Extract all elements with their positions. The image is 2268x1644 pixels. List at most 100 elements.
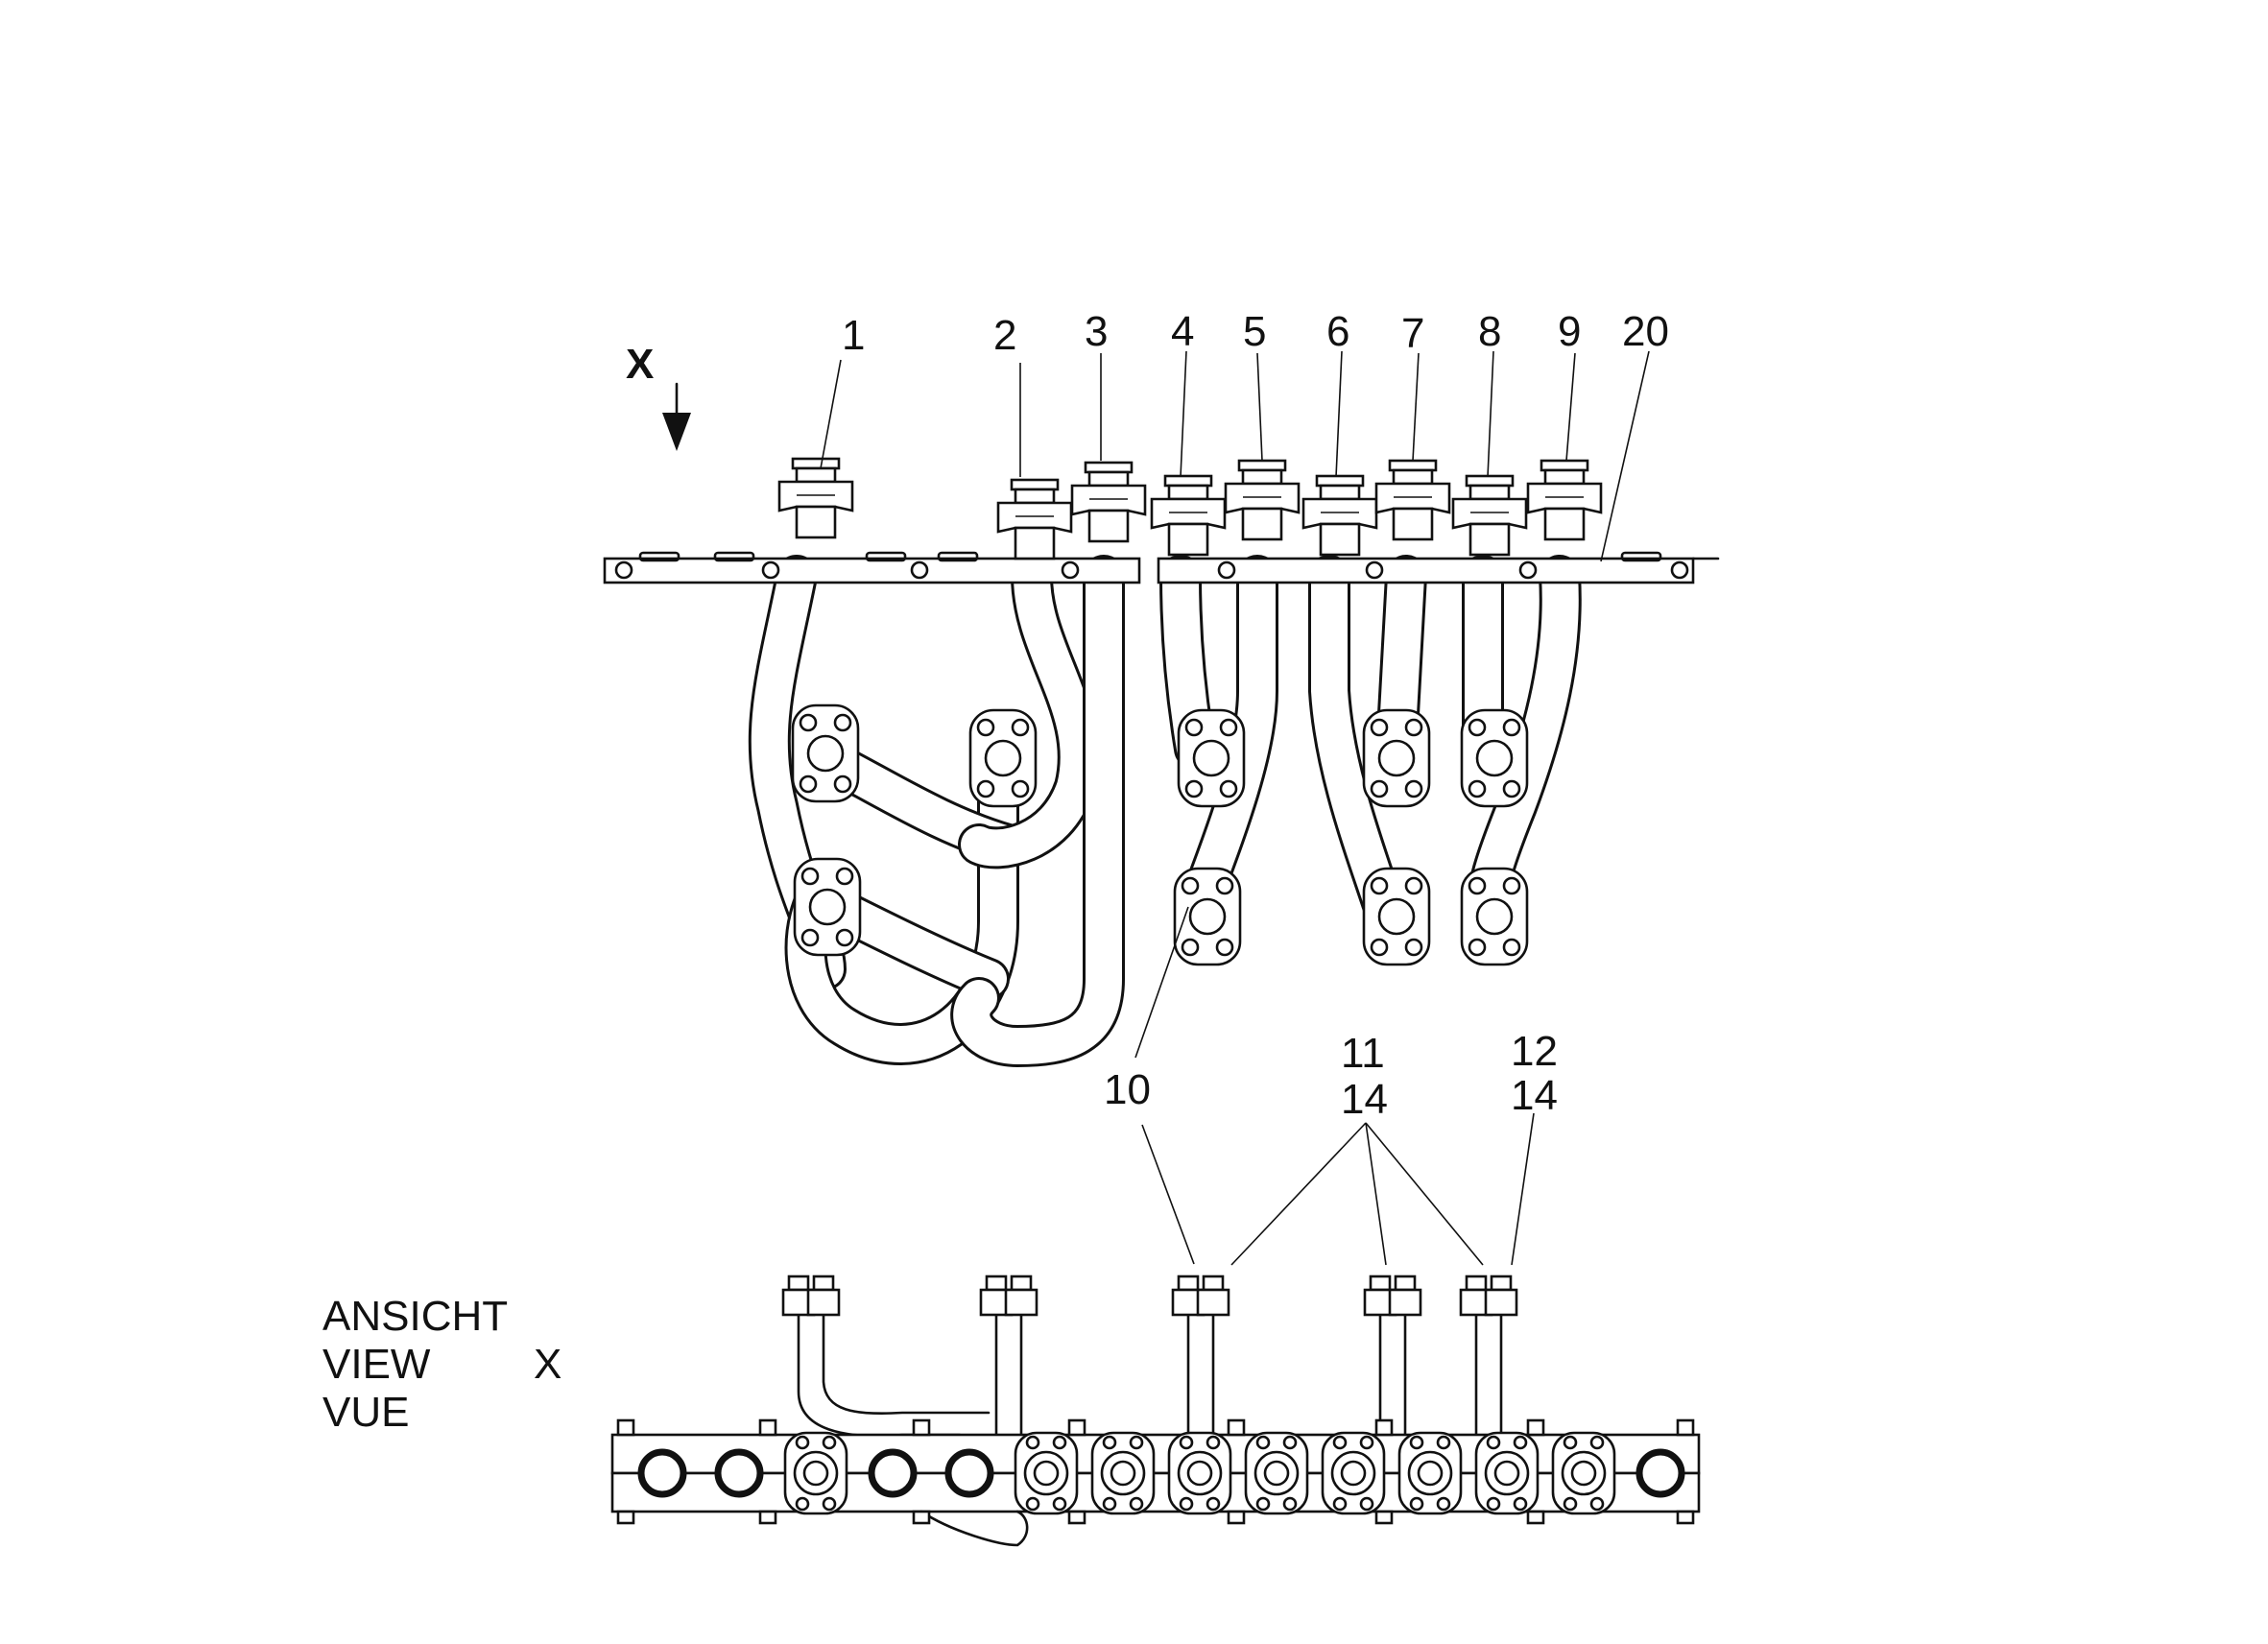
port-ring [1330, 1450, 1376, 1496]
flange-bolt [1370, 718, 1389, 737]
flange-bolt [1409, 1496, 1424, 1512]
flange-port [1192, 739, 1230, 777]
flange-bolt [1513, 1435, 1528, 1450]
flange-bolt [1129, 1496, 1144, 1512]
clamp-bolt-top [1676, 1418, 1695, 1437]
fitting-cap [1084, 461, 1134, 474]
flange-bolt [1468, 779, 1487, 798]
fitting-collar [1319, 484, 1361, 501]
flange-bolt [795, 1496, 810, 1512]
port-bore [1340, 1460, 1367, 1487]
port-bore [1186, 1460, 1213, 1487]
flange-bolt [835, 928, 854, 947]
fitting [1150, 474, 1227, 557]
port-bore [1417, 1460, 1444, 1487]
rail-slot [638, 551, 680, 562]
flange-bolt [1181, 876, 1200, 895]
pipe-section [637, 1448, 687, 1498]
clamp-bolt-top [1067, 1418, 1086, 1437]
flange-bolt [1052, 1435, 1067, 1450]
flange-bolt [1563, 1435, 1578, 1450]
flange-bolt [1370, 876, 1389, 895]
fitting-nut [1196, 1288, 1230, 1317]
view-x: 11 14 12 14 ANSICHT VIEW VUE X [322, 1028, 1701, 1547]
clamp-port [1244, 1431, 1309, 1515]
flange-bolt [1282, 1435, 1298, 1450]
view-x-leaders [1141, 1112, 1535, 1266]
port-ring [1561, 1450, 1607, 1496]
fitting-cap [1540, 459, 1589, 472]
view-x-fitting-pair [979, 1275, 1039, 1317]
clamp-port [1397, 1431, 1463, 1515]
rail-hole [614, 560, 633, 580]
flange-bolt [1025, 1496, 1040, 1512]
fitting-cap [1177, 1275, 1200, 1292]
clamp-bolt-bottom [616, 1510, 635, 1525]
flange-bolt [1502, 876, 1521, 895]
flange [1177, 708, 1246, 808]
flange-bolt [1179, 1496, 1194, 1512]
top-leaders [820, 350, 1650, 1059]
port-bore [1110, 1460, 1136, 1487]
flange-bolt [1359, 1435, 1374, 1450]
flange-port [808, 888, 847, 926]
fitting-cap [787, 1275, 810, 1292]
clamp-port [1014, 1431, 1079, 1515]
fitting-collar [1468, 484, 1511, 501]
clamp-port [637, 1448, 687, 1498]
flange-bolt [1404, 938, 1423, 957]
flange-bolt [835, 867, 854, 886]
fitting-body [1167, 522, 1209, 557]
fitting-cap [1490, 1275, 1513, 1292]
fitting-cap [1237, 459, 1287, 472]
view-x-callouts: 11 14 12 14 [1341, 1028, 1558, 1123]
flange-bolt [1219, 779, 1238, 798]
port-bore [802, 1460, 829, 1487]
fitting-nut [1388, 1288, 1422, 1317]
callout-12: 12 [1511, 1028, 1558, 1075]
flange-bolt [800, 928, 820, 947]
fitting-collar [1392, 468, 1434, 486]
clamp-bolt-top [616, 1418, 635, 1437]
legend-view: VIEW [322, 1341, 431, 1388]
clamp-bolt-top [1374, 1418, 1394, 1437]
flange [793, 857, 862, 957]
port-bore [1493, 1460, 1520, 1487]
clamp-bolt-bottom [1067, 1510, 1086, 1525]
flange-bolt [822, 1496, 837, 1512]
view-x-label: X [626, 341, 654, 388]
fitting [1070, 461, 1147, 543]
flange-port [1377, 897, 1416, 936]
flange-bolt [1102, 1435, 1117, 1450]
callout-3: 3 [1085, 308, 1108, 355]
flange-bolt [1409, 1435, 1424, 1450]
fitting-cap [1369, 1275, 1392, 1292]
callout-2: 2 [993, 312, 1016, 359]
callout-8: 8 [1478, 308, 1501, 355]
flange-port [1475, 897, 1514, 936]
view-legend: ANSICHT VIEW VUE X [322, 1293, 561, 1436]
flange [1460, 708, 1529, 808]
fitting [1224, 459, 1301, 541]
flange-bolt [1206, 1496, 1221, 1512]
flange-bolt [1513, 1496, 1528, 1512]
rail-hole [910, 560, 929, 580]
legend-ansicht: ANSICHT [322, 1293, 508, 1340]
pipe-section [868, 1448, 918, 1498]
fitting-cap [1010, 1275, 1033, 1292]
callout-9: 9 [1558, 308, 1581, 355]
fitting-cap [1465, 1275, 1488, 1292]
flange-bolt [1184, 779, 1204, 798]
flange-bolt [1215, 938, 1234, 957]
port-ring [793, 1450, 839, 1496]
fitting-collar [1087, 470, 1130, 488]
clamp-bolt-top [758, 1418, 777, 1437]
flange-port [806, 734, 845, 773]
flange-bolt [1181, 938, 1200, 957]
fitting [1374, 459, 1451, 541]
riser-pipes [797, 1313, 1503, 1438]
flange-bolt [1282, 1496, 1298, 1512]
clamp-port [1090, 1431, 1156, 1515]
flange-bolt [976, 718, 995, 737]
